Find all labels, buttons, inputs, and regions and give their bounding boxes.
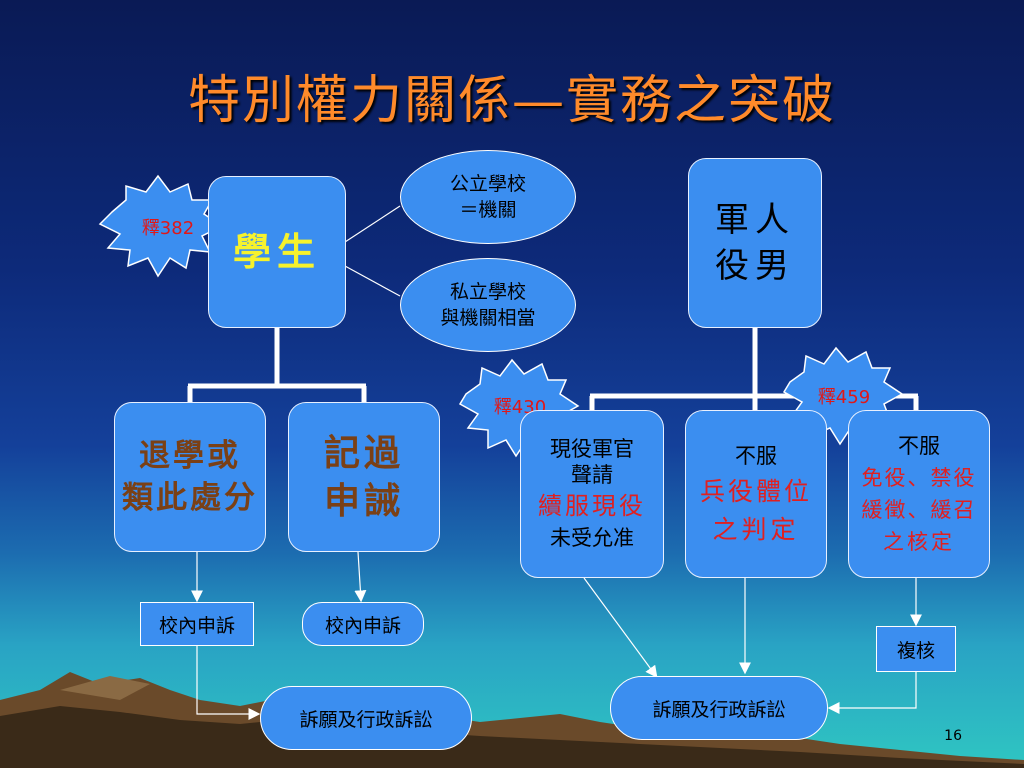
connector-student-public xyxy=(344,205,401,243)
public-school-line1: 公立學校 xyxy=(449,173,526,195)
officer-box: 現役軍官 聲請 續服現役 未受允准 xyxy=(520,410,664,578)
military-line1: 軍人 xyxy=(715,200,795,240)
exemption-line3: 緩徵、緩召 xyxy=(861,498,977,522)
military-line2: 役男 xyxy=(715,246,795,286)
appeal-left-box: 校內申訴 xyxy=(140,602,254,646)
physique-line3: 之判定 xyxy=(712,515,800,544)
appeal-right-box: 校內申訴 xyxy=(302,602,424,646)
mountain-peak-left xyxy=(60,676,150,700)
demerit-line2: 申誡 xyxy=(323,480,404,522)
private-school-node: 私立學校 與機關相當 xyxy=(400,258,576,352)
officer-line3: 續服現役 xyxy=(538,492,646,520)
officer-line4: 未受允准 xyxy=(550,526,634,550)
page-title: 特別權力關係—實務之突破 xyxy=(187,71,836,131)
physique-line1: 不服 xyxy=(735,444,777,468)
exemption-line1: 不服 xyxy=(898,434,940,458)
mountain-shadow xyxy=(0,706,1024,768)
connector-arrows xyxy=(191,551,922,720)
expel-box: 退學或 類此處分 xyxy=(114,402,266,552)
demerit-line1: 記過 xyxy=(323,432,404,474)
exemption-line2: 免役、禁役 xyxy=(861,466,977,490)
petition-right-box: 訴願及行政訴訟 xyxy=(610,676,828,740)
public-school-line2: ＝機關 xyxy=(459,199,517,221)
exemption-box: 不服 免役、禁役 緩徵、緩召 之核定 xyxy=(848,410,990,578)
private-school-line1: 私立學校 xyxy=(449,281,526,303)
student-label: 學生 xyxy=(232,229,321,274)
petition-left-box: 訴願及行政訴訟 xyxy=(260,686,472,750)
private-school-line2: 與機關相當 xyxy=(440,307,536,329)
student-box: 學生 xyxy=(208,176,346,328)
connector-student-private xyxy=(344,265,401,297)
page-number: 16 xyxy=(944,728,962,744)
expel-line1: 退學或 xyxy=(139,438,241,474)
physique-box: 不服 兵役體位 之判定 xyxy=(685,410,827,578)
public-school-node: 公立學校 ＝機關 xyxy=(400,150,576,244)
exemption-line4: 之核定 xyxy=(883,530,955,554)
officer-line1: 現役軍官 xyxy=(550,437,634,461)
connector-student-tree xyxy=(187,328,367,402)
badge-382-label: 釋382 xyxy=(141,218,195,239)
burst-382 xyxy=(98,174,224,278)
physique-line2: 兵役體位 xyxy=(699,477,812,506)
officer-line2: 聲請 xyxy=(571,463,613,487)
review-box: 複核 xyxy=(876,626,956,672)
demerit-box: 記過 申誡 xyxy=(288,402,440,552)
military-box: 軍人 役男 xyxy=(688,158,822,328)
badge-459-label: 釋459 xyxy=(817,387,871,408)
expel-line2: 類此處分 xyxy=(122,480,258,516)
